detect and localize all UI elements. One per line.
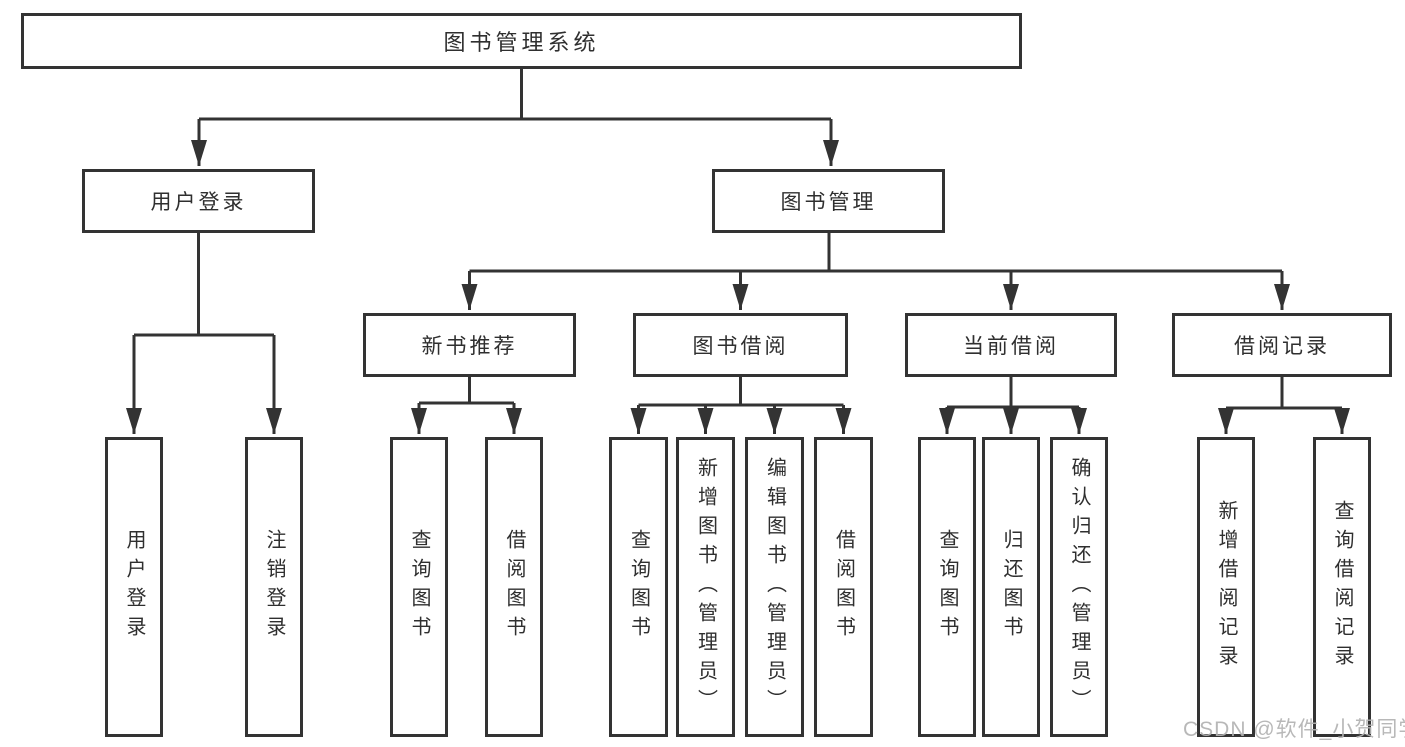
node-label: 新增图书（管理员） xyxy=(694,456,717,718)
node-label: 当前借阅 xyxy=(963,335,1059,358)
node-label: 图书管理 xyxy=(780,191,877,214)
leaf-confirm-return-admin: 确认归还（管理员） xyxy=(1050,437,1108,737)
node-current-borrowing: 当前借阅 xyxy=(905,313,1117,377)
node-label: 查询图书 xyxy=(627,529,650,645)
node-label: 图书借阅 xyxy=(692,335,789,358)
node-borrowing-records: 借阅记录 xyxy=(1172,313,1392,377)
leaf-add-borrow-record: 新增借阅记录 xyxy=(1197,437,1255,737)
node-label: 注销登录 xyxy=(263,529,285,645)
leaf-query-borrow-record: 查询借阅记录 xyxy=(1313,437,1371,737)
node-new-book-recommendation: 新书推荐 xyxy=(363,313,576,377)
node-label: 编辑图书（管理员） xyxy=(763,456,786,718)
node-label: 用户登录 xyxy=(123,529,145,645)
node-label: 新书推荐 xyxy=(421,335,518,358)
leaf-edit-books-admin: 编辑图书（管理员） xyxy=(745,437,804,737)
node-label: 借阅记录 xyxy=(1234,335,1330,358)
node-library-management-system: 图书管理系统 xyxy=(21,13,1022,69)
leaf-logout: 注销登录 xyxy=(245,437,303,737)
node-label: 查询图书 xyxy=(408,529,430,645)
node-book-borrowing: 图书借阅 xyxy=(633,313,848,377)
leaf-query-books-borrow: 查询图书 xyxy=(609,437,668,737)
leaf-add-books-admin: 新增图书（管理员） xyxy=(676,437,735,737)
node-label: 新增借阅记录 xyxy=(1215,500,1237,674)
leaf-borrow-books: 借阅图书 xyxy=(814,437,873,737)
node-label: 图书管理系统 xyxy=(443,30,600,55)
node-book-management: 图书管理 xyxy=(712,169,945,233)
node-label: 归还图书 xyxy=(1000,529,1022,645)
leaf-return-books: 归还图书 xyxy=(982,437,1040,737)
csdn-watermark: CSDN @软件_小贺同学 xyxy=(1183,718,1405,741)
node-label: 确认归还（管理员） xyxy=(1068,456,1090,718)
leaf-borrow-books-recommend: 借阅图书 xyxy=(485,437,543,737)
leaf-query-books-current: 查询图书 xyxy=(918,437,976,737)
leaf-user-login: 用户登录 xyxy=(105,437,163,737)
node-label: 查询借阅记录 xyxy=(1331,500,1353,674)
node-label: 借阅图书 xyxy=(503,529,525,645)
node-label: 借阅图书 xyxy=(832,529,855,645)
node-user-login-branch: 用户登录 xyxy=(82,169,315,233)
leaf-query-books-recommend: 查询图书 xyxy=(390,437,448,737)
node-label: 用户登录 xyxy=(150,191,247,214)
node-label: 查询图书 xyxy=(936,529,958,645)
